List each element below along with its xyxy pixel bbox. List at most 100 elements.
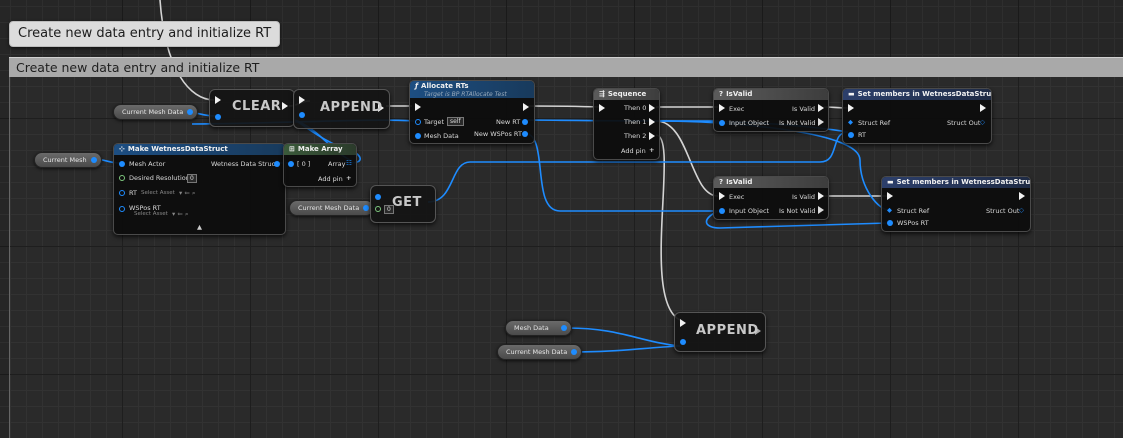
exec-out-pin-icon[interactable] [755,327,761,335]
var-current-mesh-data[interactable]: Current Mesh Data [113,104,199,120]
rt-asset-select[interactable]: Select Asset [141,190,175,196]
add-pin-label[interactable]: Add pin [621,147,646,155]
new-rt-pin-icon[interactable] [522,119,528,125]
wspos-browse-icon[interactable]: ▾ ⇐ ⌕ [172,210,189,218]
output-pin-icon[interactable] [274,161,280,167]
node-title: Allocate RTs [421,82,469,90]
make-array-node[interactable]: ⊞Make Array [ 0 ] Array ☷ Add pin + [283,143,357,187]
isvalid-node-1[interactable]: ?IsValid Exec Is Valid Input Object Is N… [713,88,829,132]
isvalid-node-2[interactable]: ?IsValid Exec Is Valid Input Object Is N… [713,176,829,220]
pin-label-struct-ref: Struct Ref [897,207,930,215]
then1-pin-icon[interactable] [649,118,655,126]
comment-header-text: Create new data entry and initialize RT [16,60,260,75]
output-pin-icon[interactable] [571,349,578,355]
exec-in-pin-icon[interactable] [887,192,893,200]
target-self-field[interactable]: self [447,117,464,126]
add-pin-icon[interactable]: + [346,174,352,182]
struct-out-pin-icon[interactable]: ◇ [1019,206,1024,214]
append-node[interactable]: APPEND [293,89,390,129]
node-title: Make Array [297,145,343,153]
output-pin-icon[interactable] [90,157,97,163]
array-out-pin-icon[interactable]: ☷ [346,159,352,167]
exec-in-pin-icon[interactable] [719,104,725,112]
is-valid-pin-icon[interactable] [818,104,824,112]
array-in-pin-icon[interactable] [215,114,221,120]
exec-out-pin-icon[interactable] [1019,192,1025,200]
set-members-node-1[interactable]: ▬Set members in WetnessDataStruct ◆ Stru… [842,88,992,144]
pin-label-then2: Then 2 [624,132,647,140]
struct-ref-pin-icon[interactable]: ◆ [887,206,892,214]
rt-pin-icon[interactable] [119,190,125,196]
target-pin-icon[interactable] [415,119,421,125]
node-header: ⇶Sequence [594,89,659,100]
exec-in-pin-icon[interactable] [299,96,305,104]
set-members-node-2[interactable]: ▬Set members in WetnessDataStruct ◆ Stru… [881,176,1031,232]
append-node-2[interactable]: APPEND [674,312,766,352]
get-label: GET [392,195,422,210]
comment-box[interactable] [9,57,1123,438]
var-label: Current Mesh Data [122,108,184,116]
pin-label-index: [ 0 ] [297,160,311,168]
exec-in-pin-icon[interactable] [215,96,221,104]
pin-label-new-rt: New RT [496,118,521,126]
element-in-pin-icon[interactable] [288,161,294,167]
var-mesh-data[interactable]: Mesh Data [505,320,572,336]
struct-ref-pin-icon[interactable]: ◆ [848,118,853,126]
array-in-pin-icon[interactable] [680,339,686,345]
exec-in-pin-icon[interactable] [680,319,686,327]
comment-tooltip: Create new data entry and initialize RT [9,21,281,47]
exec-in-pin-icon[interactable] [415,103,421,111]
rt-pin-icon[interactable] [848,132,854,138]
wspos-rt-pin-icon[interactable] [119,206,125,212]
var-current-mesh-data-get[interactable]: Current Mesh Data [289,200,375,216]
new-wspos-rt-pin-icon[interactable] [522,131,528,137]
array-in-pin-icon[interactable] [375,194,381,200]
comment-header[interactable]: Create new data entry and initialize RT [9,57,1123,77]
exec-in-pin-icon[interactable] [599,104,605,112]
exec-out-pin-icon[interactable] [282,102,288,110]
node-header: ?IsValid [714,89,828,100]
struct-icon: ⊹ [119,145,125,153]
output-pin-icon[interactable] [187,109,194,115]
pin-label-exec: Exec [729,193,745,201]
mesh-actor-pin-icon[interactable] [119,161,125,167]
exec-in-pin-icon[interactable] [719,192,725,200]
is-valid-pin-icon[interactable] [818,192,824,200]
exec-in-pin-icon[interactable] [848,104,854,112]
rt-browse-icon[interactable]: ▾ ⇐ ⌕ [179,189,196,197]
resolution-value-field[interactable]: 0 [187,174,197,183]
make-wetness-data-struct-node[interactable]: ⊹Make WetnessDataStruct Mesh Actor Wetne… [113,143,286,235]
input-object-pin-icon[interactable] [719,208,725,214]
then2-pin-icon[interactable] [649,132,655,140]
exec-out-pin-icon[interactable] [378,104,384,112]
add-pin-icon[interactable]: + [649,146,655,154]
struct-out-pin-icon[interactable]: ◇ [980,118,985,126]
resolution-pin-icon[interactable] [119,175,125,181]
is-not-valid-pin-icon[interactable] [818,206,824,214]
get-node[interactable]: 0 GET [370,185,436,223]
sequence-node[interactable]: ⇶Sequence Then 0 Then 1 Then 2 Add pin + [593,88,660,160]
var-current-mesh[interactable]: Current Mesh [34,152,102,168]
exec-out-pin-icon[interactable] [980,104,986,112]
mesh-data-pin-icon[interactable] [415,133,421,139]
is-not-valid-pin-icon[interactable] [818,118,824,126]
add-pin-label[interactable]: Add pin [318,175,343,183]
var-current-mesh-data-append[interactable]: Current Mesh Data [497,344,583,360]
input-object-pin-icon[interactable] [719,120,725,126]
clear-node[interactable]: CLEAR [209,89,295,127]
index-pin-icon[interactable] [375,206,381,212]
wspos-rt-pin-icon[interactable] [887,220,893,226]
output-pin-icon[interactable] [363,205,370,211]
array-in-pin-icon[interactable] [299,112,305,118]
var-label: Current Mesh [43,156,87,164]
wspos-asset-select[interactable]: Select Asset [134,211,168,217]
get-index-field[interactable]: 0 [384,205,394,214]
expand-arrow-icon[interactable]: ▲ [197,223,202,231]
output-pin-icon[interactable] [560,325,567,331]
exec-out-pin-icon[interactable] [523,103,529,111]
var-label: Current Mesh Data [506,348,568,356]
then0-pin-icon[interactable] [649,104,655,112]
pin-label-rt: RT [858,131,867,139]
